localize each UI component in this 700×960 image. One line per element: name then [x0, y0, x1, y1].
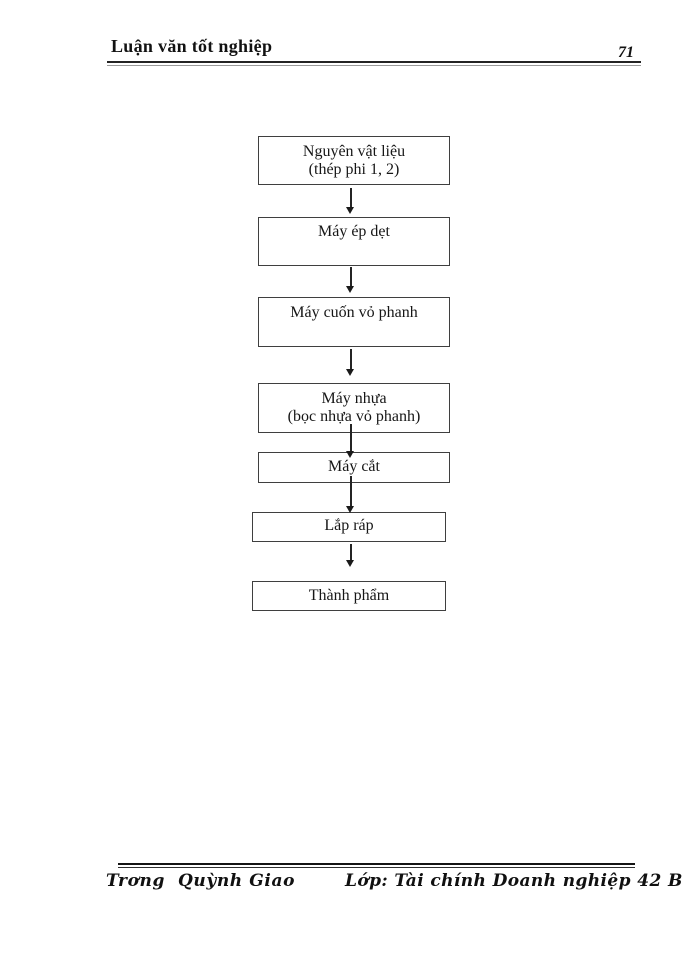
- flow-node-cutting-machine: Máy cắt: [258, 452, 450, 483]
- footer-class-info: Lớp: Tài chính Doanh nghiệp 42 B: [345, 871, 683, 891]
- footer-author-name: Trơng Quỳnh Giao: [106, 871, 296, 891]
- arrow-shaft: [350, 476, 352, 507]
- arrow-shaft: [350, 267, 352, 287]
- arrow-head: [346, 369, 354, 376]
- down-arrow-icon: [346, 544, 355, 567]
- header-divider: [107, 61, 641, 66]
- arrow-shaft: [350, 544, 352, 561]
- down-arrow-icon: [346, 267, 355, 293]
- page-title: Luận văn tốt nghiệp: [111, 36, 273, 56]
- flow-node-press-machine: Máy ép dẹt: [258, 217, 450, 266]
- flow-node-assembly: Lắp ráp: [252, 512, 446, 542]
- flow-node-finished-product: Thành phẩm: [252, 581, 446, 611]
- down-arrow-icon: [346, 476, 355, 513]
- arrow-head: [346, 207, 354, 214]
- down-arrow-icon: [346, 349, 355, 376]
- down-arrow-icon: [346, 424, 355, 458]
- flow-node-raw-materials: Nguyên vật liệu (thép phi 1, 2): [258, 136, 450, 185]
- arrow-shaft: [350, 349, 352, 370]
- arrow-head: [346, 286, 354, 293]
- arrow-head: [346, 560, 354, 567]
- flow-node-coil-machine: Máy cuốn vỏ phanh: [258, 297, 450, 347]
- arrow-shaft: [350, 424, 352, 452]
- arrow-shaft: [350, 188, 352, 208]
- page-number: 71: [618, 44, 634, 61]
- arrow-head: [346, 451, 354, 458]
- flow-node-plastic-machine: Máy nhựa (bọc nhựa vỏ phanh): [258, 383, 450, 433]
- down-arrow-icon: [346, 188, 355, 214]
- arrow-head: [346, 506, 354, 513]
- footer-divider: [118, 863, 635, 868]
